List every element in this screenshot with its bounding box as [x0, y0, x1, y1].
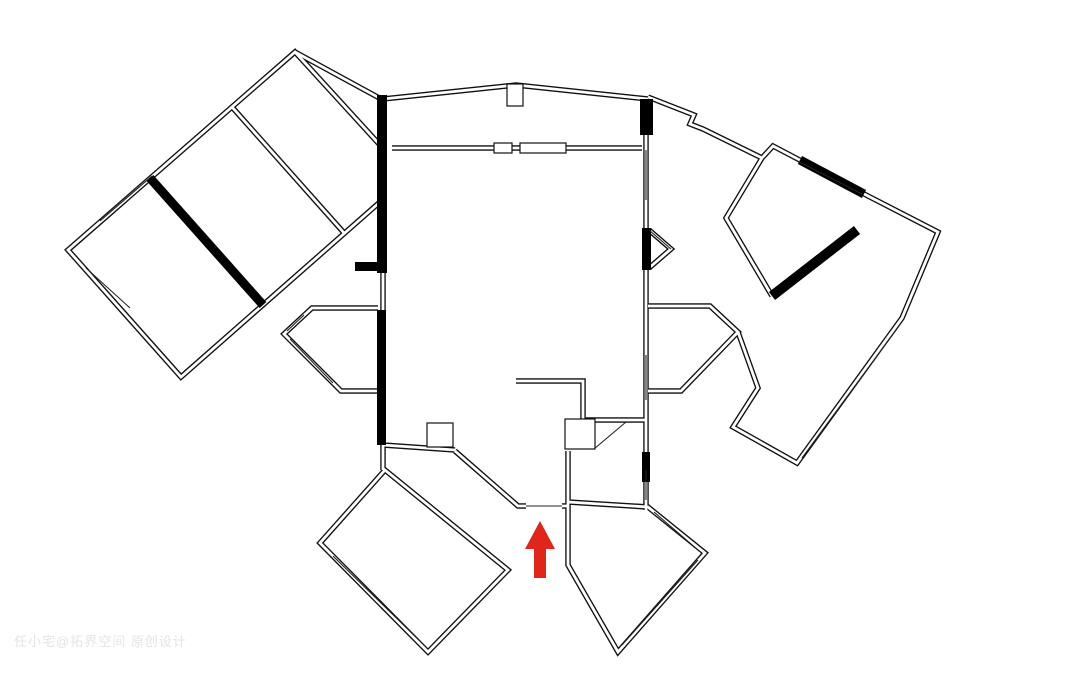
walls-outline [68, 52, 938, 652]
white-details [426, 83, 596, 450]
roof-stub [506, 83, 524, 107]
window-tick-left [493, 142, 513, 154]
hollow-walls [68, 52, 938, 652]
wall-central-left-upper [377, 95, 387, 273]
watermark: 任小宅@拓界空间 原创设计 [14, 634, 187, 649]
wall-central-right-mid [642, 228, 651, 270]
wall-right-wing-top [797, 156, 867, 198]
wall-notch-left [355, 262, 379, 271]
entrance-arrow [525, 521, 555, 578]
walls-core [66, 50, 940, 654]
window-and-detail-lines [85, 150, 897, 647]
wall-central-right-top [640, 99, 653, 135]
entry-cabinet [564, 418, 596, 450]
wall-central-left-lower [377, 310, 386, 445]
wall-central-right-bottom [642, 452, 650, 482]
wall-right-wing-partition [768, 226, 861, 300]
wall-left-wing-partition [146, 175, 267, 308]
window-tick-right [519, 142, 567, 154]
solid-walls [146, 95, 867, 482]
column-box [426, 422, 454, 448]
